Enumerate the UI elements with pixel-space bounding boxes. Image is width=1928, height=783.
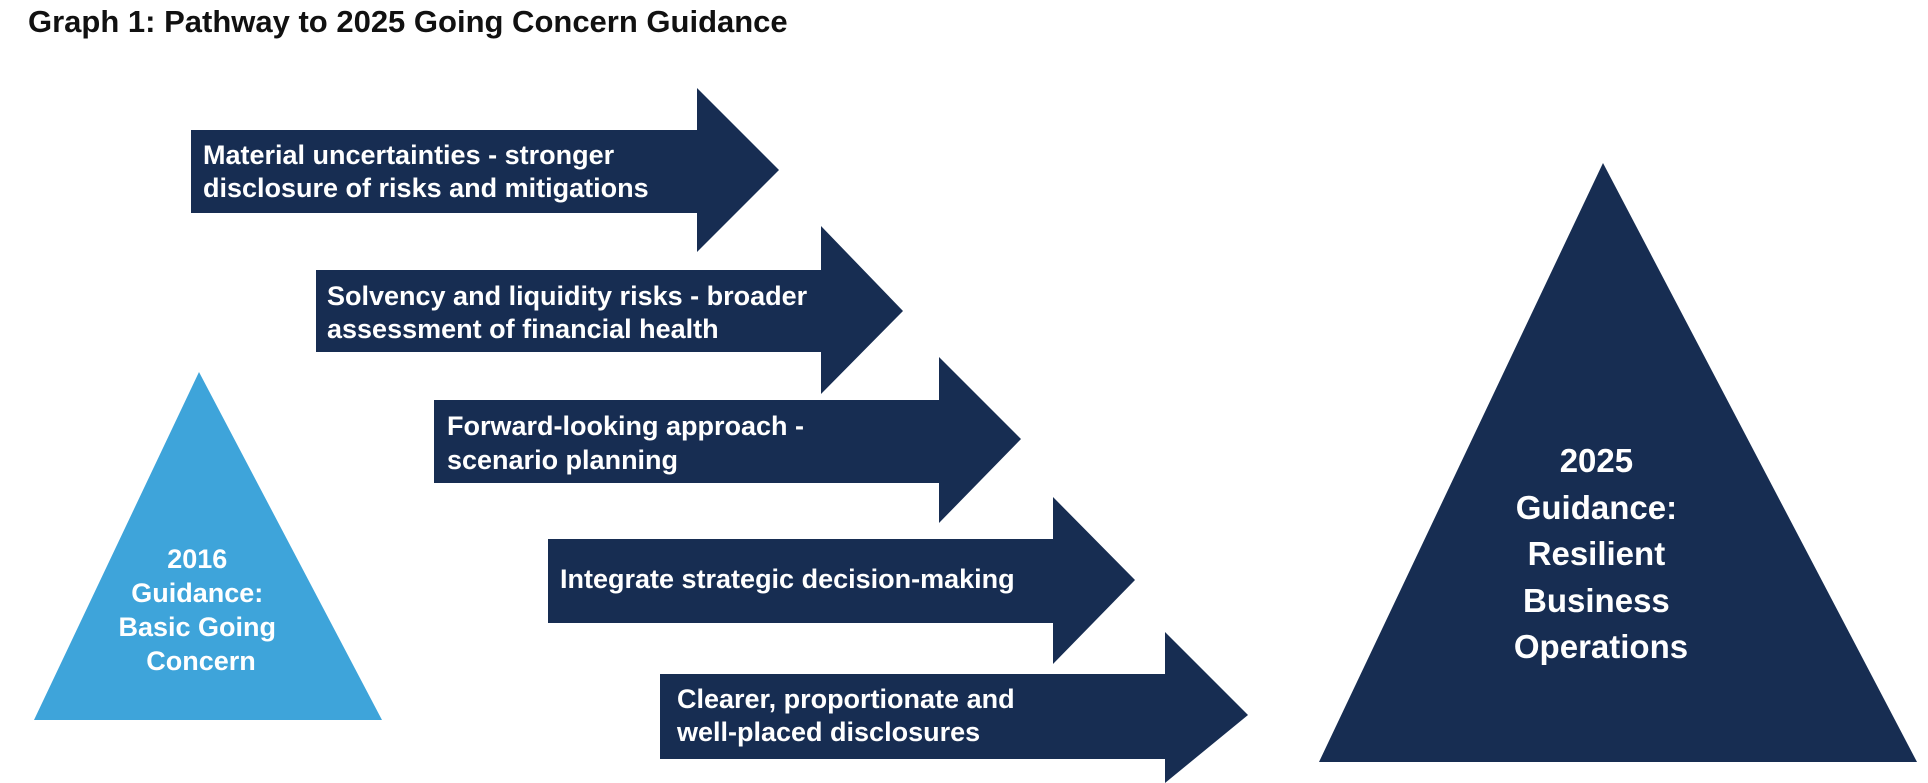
- arrow-label: Clearer, proportionate and well-placed d…: [676, 684, 1022, 747]
- arrow-label-line: Solvency and liquidity risks - broader: [327, 281, 808, 311]
- end-triangle-line: Operations: [1514, 628, 1688, 665]
- end-triangle-line: Resilient: [1528, 535, 1666, 572]
- end-triangle-label: 2025 Guidance: Resilient Business Operat…: [1514, 442, 1688, 665]
- arrow-label-line: Forward-looking approach -: [447, 411, 804, 441]
- arrow-shape: [191, 88, 779, 252]
- arrow-label-line: assessment of financial health: [327, 314, 719, 344]
- end-triangle-line: 2025: [1560, 442, 1633, 479]
- arrow-label-line: Integrate strategic decision-making: [560, 564, 1015, 594]
- arrow-label: Forward-looking approach - scenario plan…: [447, 411, 812, 475]
- end-triangle: 2025 Guidance: Resilient Business Operat…: [1319, 163, 1917, 762]
- start-triangle: 2016 Guidance: Basic Going Concern: [34, 372, 382, 720]
- end-triangle-shape: [1319, 163, 1917, 762]
- arrow-label: Material uncertainties - stronger disclo…: [203, 140, 649, 203]
- end-triangle-line: Business: [1523, 582, 1670, 619]
- arrow-label: Integrate strategic decision-making: [560, 564, 1015, 594]
- arrow-clearer-disclosures: Clearer, proportionate and well-placed d…: [660, 632, 1248, 783]
- start-triangle-line: Basic Going: [118, 612, 276, 642]
- arrow-solvency-liquidity: Solvency and liquidity risks - broader a…: [316, 226, 903, 394]
- arrow-label-line: Material uncertainties - stronger: [203, 140, 615, 170]
- page-title: Graph 1: Pathway to 2025 Going Concern G…: [28, 4, 788, 39]
- arrow-shape: [548, 497, 1135, 664]
- arrow-label: Solvency and liquidity risks - broader a…: [327, 281, 815, 344]
- start-triangle-line: 2016: [167, 544, 227, 574]
- arrow-label-line: disclosure of risks and mitigations: [203, 173, 649, 203]
- start-triangle-line: Guidance:: [131, 578, 263, 608]
- end-triangle-line: Guidance:: [1516, 489, 1677, 526]
- arrow-label-line: well-placed disclosures: [676, 717, 980, 747]
- arrow-strategic-decision: Integrate strategic decision-making: [548, 497, 1135, 664]
- start-triangle-line: Concern: [146, 646, 256, 676]
- start-triangle-label: 2016 Guidance: Basic Going Concern: [118, 544, 283, 676]
- arrow-material-uncertainties: Material uncertainties - stronger disclo…: [191, 88, 779, 252]
- arrow-shape: [660, 632, 1248, 783]
- arrow-forward-looking: Forward-looking approach - scenario plan…: [434, 357, 1021, 523]
- arrow-label-line: scenario planning: [447, 445, 678, 475]
- start-triangle-shape: [34, 372, 382, 720]
- arrow-label-line: Clearer, proportionate and: [677, 684, 1015, 714]
- arrow-shape: [316, 226, 903, 394]
- arrow-shape: [434, 357, 1021, 523]
